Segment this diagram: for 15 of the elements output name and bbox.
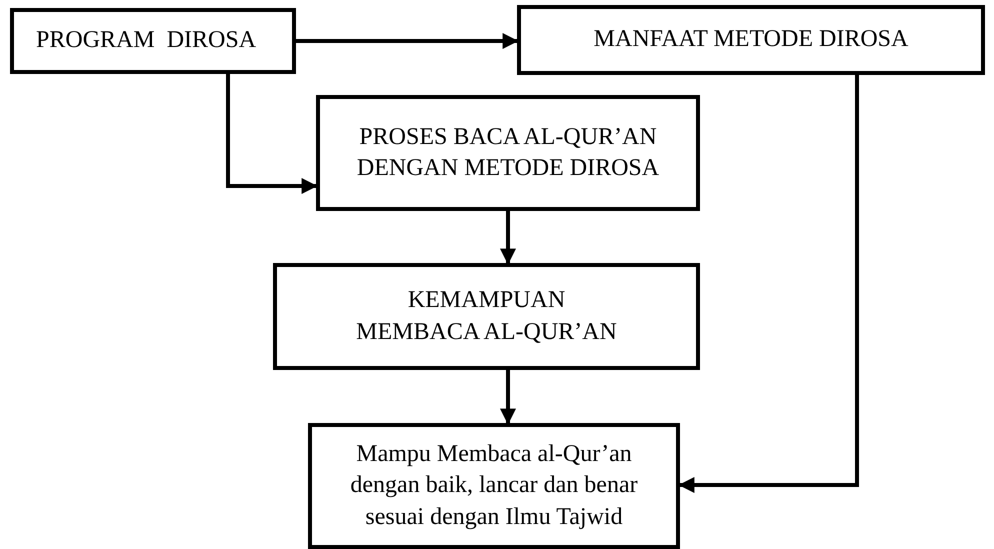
process-box (517, 5, 985, 75)
box-text: PROGRAM DIROSA (36, 26, 256, 56)
box-text: PROSES BACA AL-QUR’AN DENGAN METODE DIROSA (356, 122, 660, 183)
process-box (316, 95, 700, 211)
box-text: MANFAAT METODE DIROSA (594, 25, 908, 54)
arrow (500, 370, 516, 425)
box-text: KEMAMPUAN MEMBACA AL-QUR’AN (355, 286, 618, 346)
process-box (308, 423, 680, 549)
arrow (296, 33, 519, 49)
arrow (500, 211, 516, 265)
arrow (226, 74, 318, 194)
process-box (273, 263, 700, 370)
arrow (678, 75, 859, 493)
process-box (10, 8, 296, 74)
box-text: Mampu Membaca al-Qur’an dengan baik, lancar dan benar sesuai dengan Ilmu Tajwid (349, 440, 639, 532)
